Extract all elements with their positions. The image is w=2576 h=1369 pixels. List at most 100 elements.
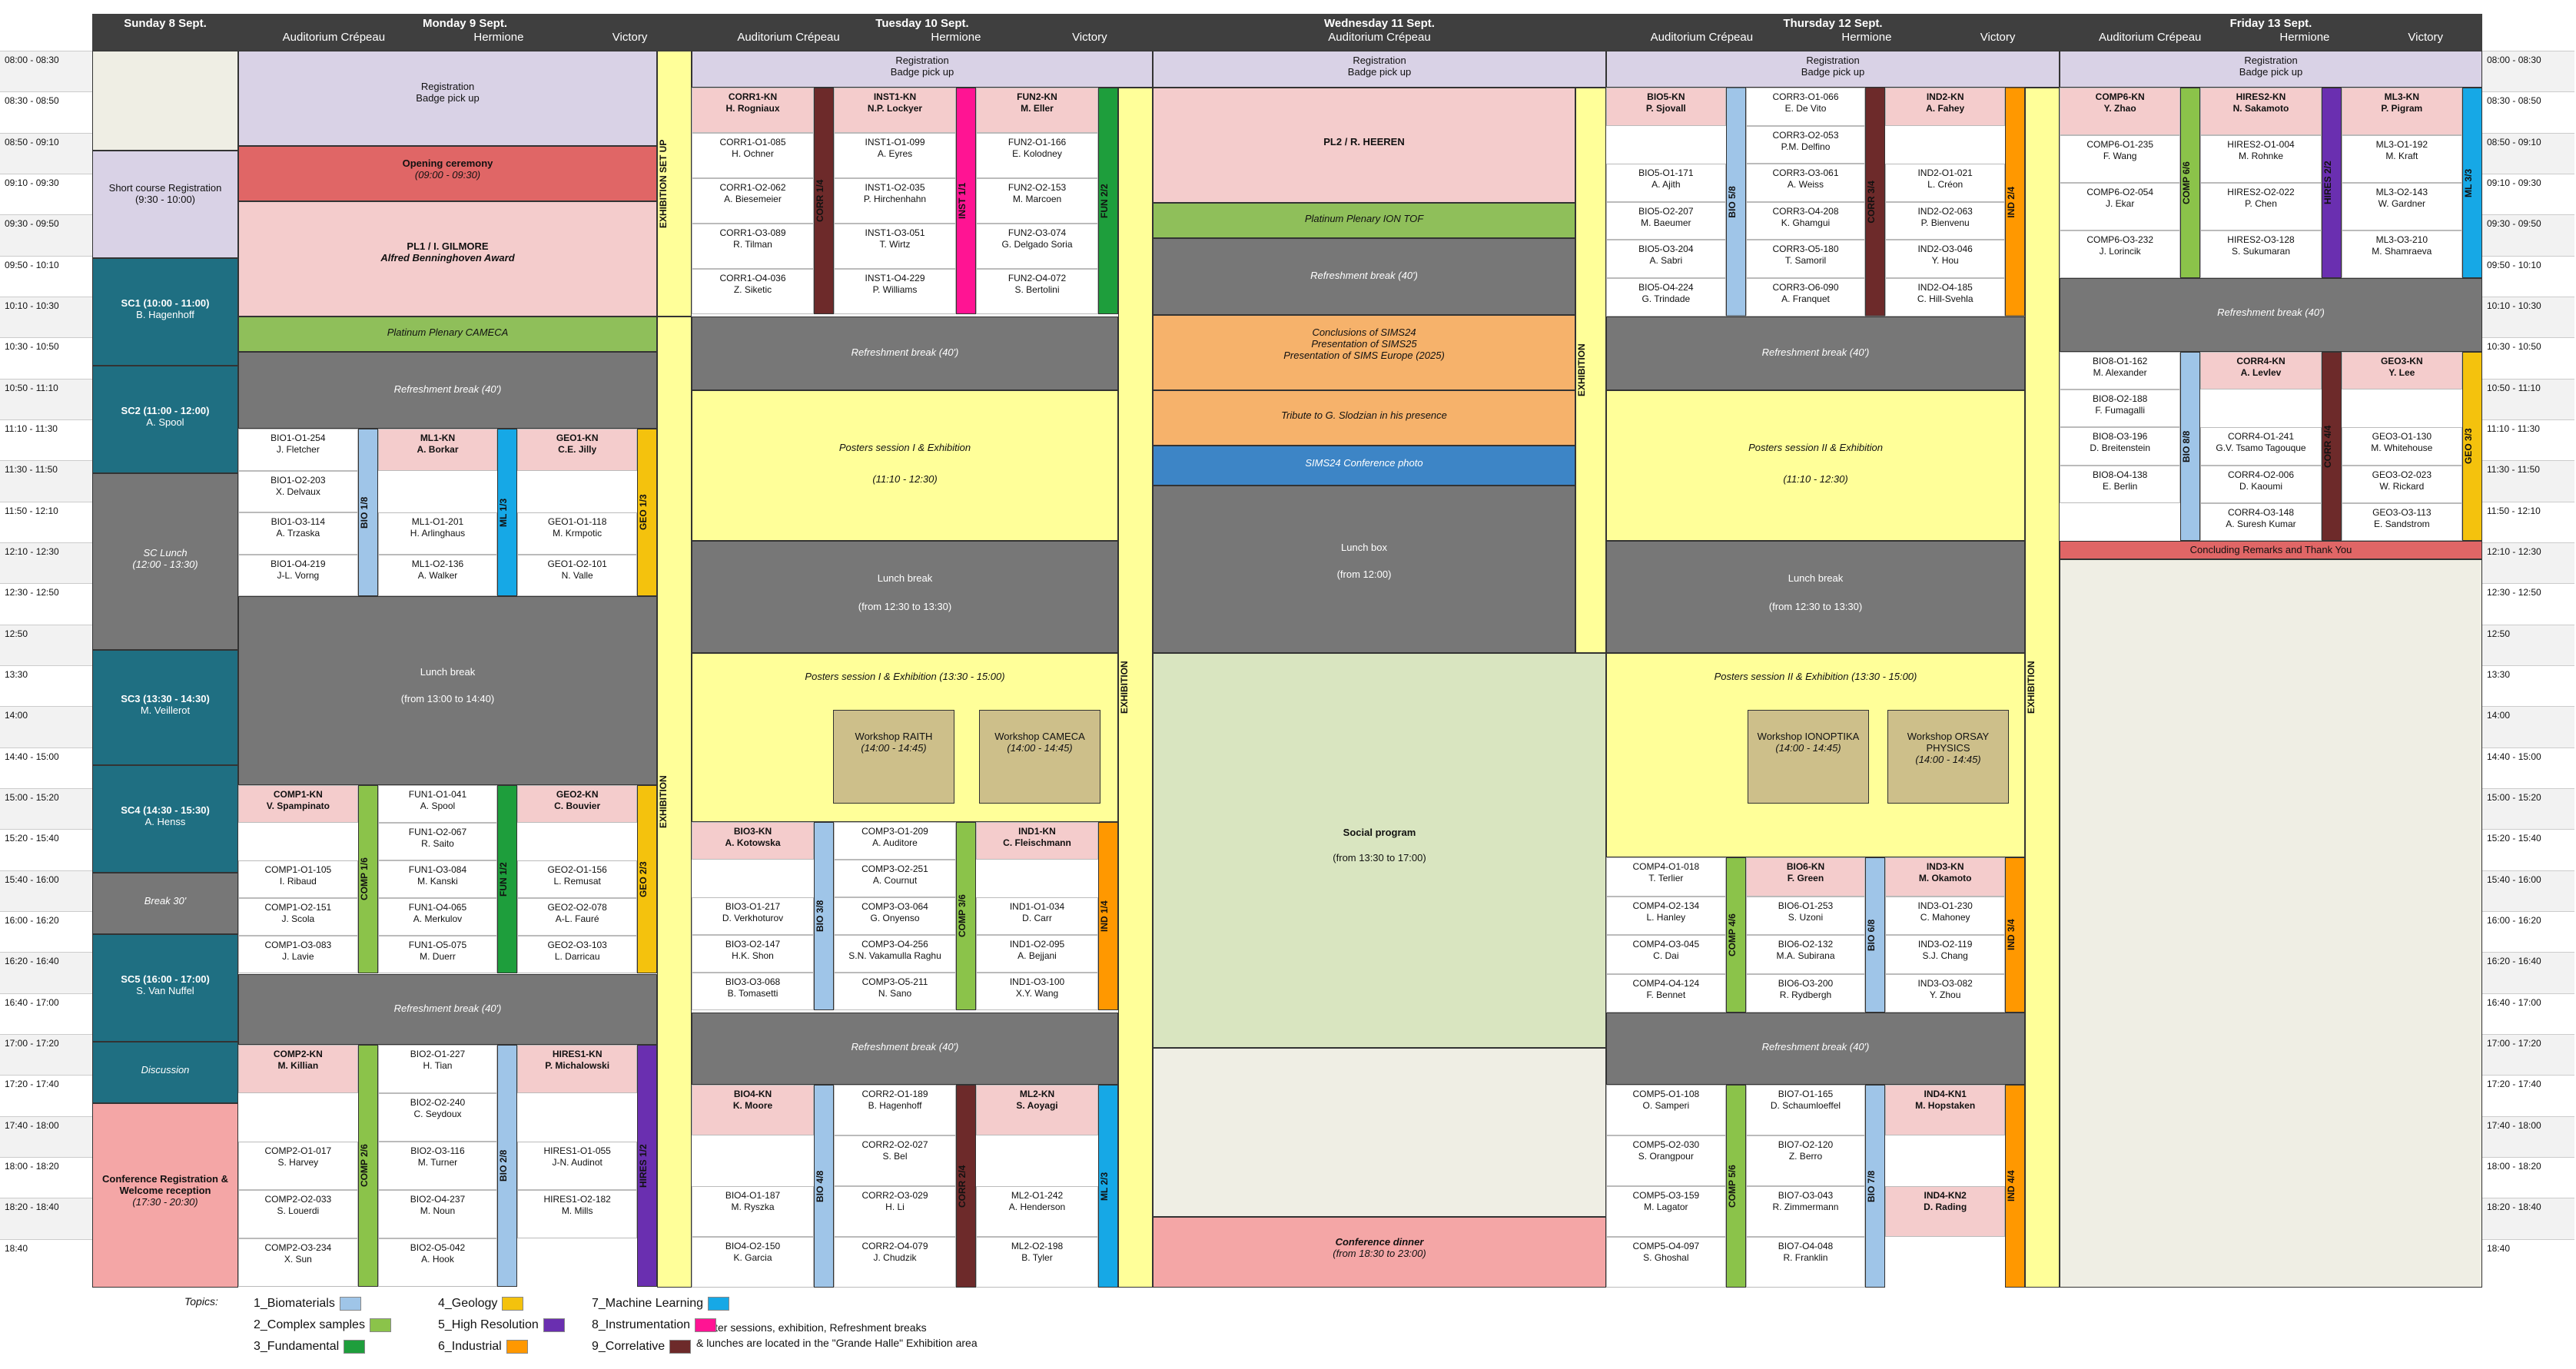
- talk-speaker: J. Ekar: [2105, 198, 2135, 209]
- time-slot: 11:50 - 12:10: [2482, 501, 2574, 542]
- lunch-time: (from 12:30 to 13:30): [858, 601, 952, 612]
- time-slot: 17:20 - 17:40: [2482, 1075, 2574, 1116]
- talk-speaker: I. Ribaud: [279, 876, 317, 887]
- talk-code: BIO3-O3-068: [725, 976, 781, 987]
- talk-code: BIO1-O2-203: [271, 474, 326, 486]
- room-label: Auditorium Crépeau: [1328, 31, 1431, 44]
- sc3-speaker: M. Veillerot: [140, 704, 191, 716]
- refresh-label: Refreshment break (40'): [393, 383, 502, 395]
- talk-speaker: M. Duerr: [420, 951, 456, 962]
- talk-speaker: J. Chudzik: [873, 1252, 917, 1263]
- talk-code: CORR4-KN: [2236, 356, 2286, 366]
- talk-speaker: X. Sun: [284, 1254, 312, 1265]
- talk-code: IND2-O3-046: [1917, 244, 1973, 255]
- short-course-time: (9:30 - 10:00): [134, 194, 196, 205]
- talk-speaker: M. Whitehouse: [2371, 443, 2433, 454]
- talk-speaker: B. Hagenhoff: [868, 1100, 922, 1111]
- topic-bar: COMP 5/6: [1725, 1085, 1746, 1288]
- talk-code: COMP3-O4-256: [861, 939, 928, 950]
- sc1-block: SC1 (10:00 - 11:00) B. Hagenhoff: [92, 258, 238, 366]
- sc1-speaker: B. Hagenhoff: [136, 309, 194, 320]
- workshop-raith: Workshop RAITH (14:00 - 14:45): [833, 710, 954, 804]
- talk-code: FUN2-KN: [1017, 91, 1057, 102]
- room-label: Victory: [2408, 31, 2443, 44]
- talk-code: COMP6-O1-235: [2086, 139, 2154, 150]
- talk-speaker: H. Arlinghaus: [410, 528, 466, 539]
- legend-label: 3_Fundamental: [254, 1340, 340, 1354]
- workshop-ionoptika: Workshop IONOPTIKA (14:00 - 14:45): [1748, 710, 1869, 804]
- talk-code: GEO1-KN: [556, 433, 599, 443]
- talk-code: BIO8-O4-138: [2092, 469, 2148, 480]
- break-label: Break 30': [144, 895, 187, 907]
- talk-speaker: H. Li: [885, 1202, 905, 1212]
- talk-code: BIO2-O2-240: [410, 1097, 466, 1108]
- sc5-speaker: S. Van Nuffel: [136, 985, 194, 996]
- time-slot: 17:00 - 17:20: [0, 1034, 92, 1076]
- sc4-label: SC4 (14:30 - 15:30): [121, 804, 210, 816]
- talk-speaker: F. Bennet: [1646, 989, 1686, 1000]
- topic-bar: COMP 4/6: [1725, 857, 1746, 1013]
- talk-speaker: S. Orangpour: [1638, 1151, 1694, 1162]
- talk-code: FUN2-O2-153: [1007, 182, 1067, 193]
- talk-code: BIO3-O1-217: [725, 901, 781, 912]
- talk-code: FUN1-O4-065: [408, 902, 467, 913]
- legend-label: 6_Industrial: [438, 1340, 502, 1354]
- talk-code: IND2-KN: [1926, 91, 1964, 102]
- time-slot: 18:20 - 18:40: [0, 1198, 92, 1239]
- registration-label: Registration: [2244, 55, 2298, 66]
- talk-speaker: C. Dai: [1653, 950, 1679, 961]
- time-slot: 10:50 - 11:10: [0, 378, 92, 419]
- concluding-label: Concluding Remarks and Thank You: [2189, 544, 2352, 555]
- talk-speaker: N. Sano: [878, 988, 912, 999]
- room-label: Auditorium Crépeau: [737, 31, 840, 44]
- sc5-label: SC5 (16:00 - 17:00): [121, 973, 210, 985]
- talk-code: CORR2-O3-029: [861, 1190, 928, 1201]
- talk-speaker: J-L. Vorng: [277, 569, 320, 581]
- time-slot: 15:20 - 15:40: [2482, 829, 2574, 870]
- time-slot: 16:40 - 17:00: [2482, 993, 2574, 1034]
- talk-code: COMP3-O2-251: [861, 863, 928, 874]
- location-note-line-2: & lunches are located in the "Grande Hal…: [696, 1337, 978, 1349]
- talk-code: CORR1-O1-085: [719, 137, 786, 148]
- talk-code: CORR1-KN: [728, 91, 778, 102]
- talk-speaker: S. Ghoshal: [1643, 1252, 1689, 1263]
- talk-code: BIO1-O4-219: [271, 558, 326, 569]
- wed-registration: Registration Badge pick up: [1153, 51, 1606, 88]
- posters-time: (11:10 - 12:30): [872, 473, 938, 485]
- time-slot: 11:30 - 11:50: [2482, 460, 2574, 502]
- talk-speaker: M. Noun: [420, 1205, 456, 1216]
- legend-item: 9_Correlative: [592, 1340, 692, 1354]
- talk-speaker: X. Delvaux: [275, 486, 320, 497]
- talk-speaker: A. Eyres: [877, 148, 913, 159]
- legend-label: 4_Geology: [438, 1297, 498, 1311]
- talk-code: ML2-O1-242: [1011, 1190, 1064, 1201]
- discussion-label: Discussion: [141, 1064, 190, 1076]
- talk-code: ML2-O2-198: [1011, 1241, 1064, 1251]
- day-label: Sunday 8 Sept.: [124, 17, 207, 30]
- thu-registration: Registration Badge pick up: [1606, 51, 2060, 88]
- lunch-label: Lunch break: [1788, 572, 1844, 584]
- lunch-time: (from 12:00): [1336, 568, 1392, 580]
- talk-code: BIO5-O4-224: [1638, 282, 1694, 293]
- day-label: Monday 9 Sept.: [422, 17, 508, 30]
- talk-code: GEO3-O3-113: [2372, 506, 2432, 518]
- talk-code: BIO6-O2-132: [1778, 939, 1834, 950]
- social-label: Social program: [1343, 827, 1416, 838]
- talk-speaker: M.A. Subirana: [1776, 950, 1835, 961]
- talk-speaker: A. Trzaska: [276, 528, 320, 539]
